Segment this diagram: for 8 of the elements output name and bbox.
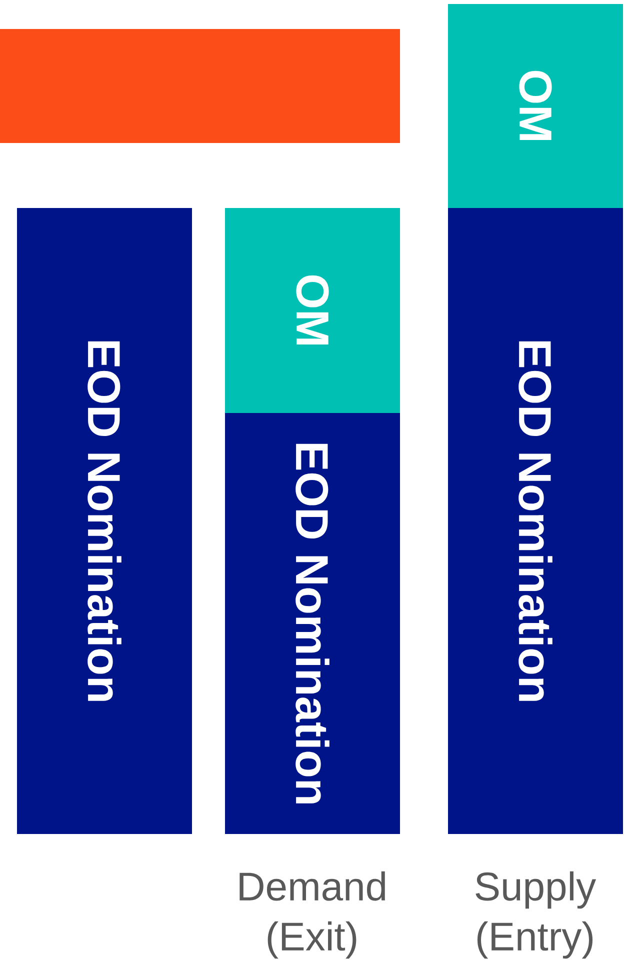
nomination-box: EOD Nomination	[225, 413, 400, 834]
om-box: OM	[225, 208, 400, 413]
column-label: Demand (Exit)	[240, 871, 385, 959]
column-label: Supply (Entry)	[476, 871, 596, 959]
nomination-box: EOD Nomination	[17, 208, 192, 834]
bar	[0, 29, 400, 143]
nomination-box: EOD Nomination	[448, 208, 623, 834]
om-box: OM	[448, 4, 623, 208]
